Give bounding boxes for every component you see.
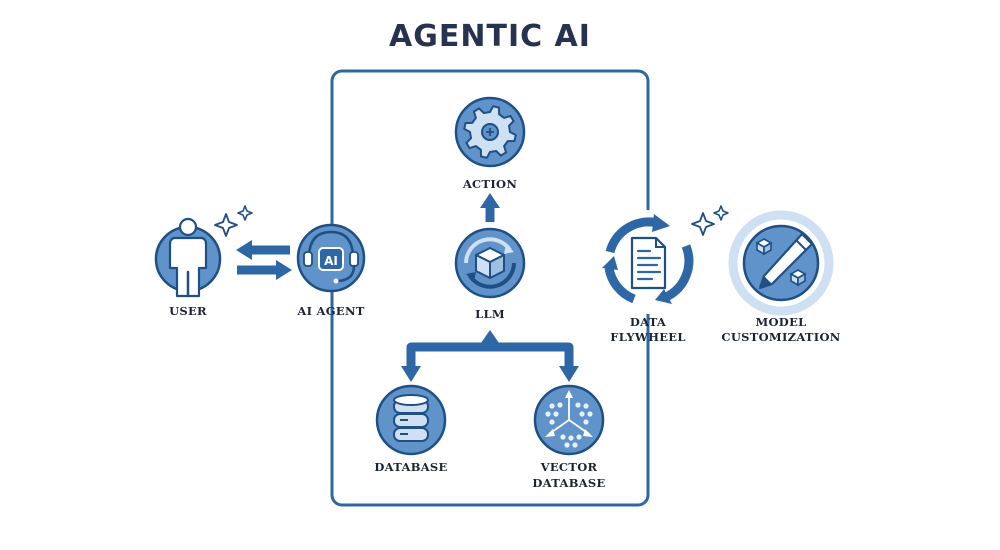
customization-ring [728,210,834,316]
flywheel-ring [602,214,694,304]
model-customization-label-line1: MODEL [755,315,806,329]
action-node: ACTION [454,96,526,191]
model-customization-node: MODEL CUSTOMIZATION [721,210,840,344]
model-customization-label-line2: CUSTOMIZATION [721,330,840,344]
llm-action-arrow [480,193,500,222]
data-flywheel-label-line1: DATA [630,315,667,329]
cube-icon [755,238,807,287]
document-icon [630,236,667,290]
data-flywheel-node: DATA FLYWHEEL [596,210,700,344]
database-icon [393,394,429,442]
vector-database-node: VECTOR DATABASE [532,384,605,490]
headset-icon: AI [303,230,359,284]
pencil-icon [758,232,814,290]
sparkle-icon [237,205,253,221]
ai-badge-text: AI [324,254,338,268]
database-label: DATABASE [374,460,447,474]
data-flywheel-label-line2: FLYWHEEL [610,330,686,344]
vector-icon [545,390,593,448]
ai-agent-node: AI AI AGENT [296,223,366,318]
user-icon [168,217,208,298]
sparkle-icon [713,205,729,221]
cube-icon [464,237,516,289]
vector-database-label-line2: DATABASE [532,476,605,490]
user-label: USER [169,304,207,318]
action-label: ACTION [462,177,518,191]
ai-agent-label: AI AGENT [296,304,364,318]
database-node: DATABASE [374,384,447,474]
diagram-title: AGENTIC AI [389,19,591,54]
sparkle-icon [214,213,238,237]
user-node: USER [154,205,253,318]
llm-node: LLM [454,227,526,321]
llm-label: LLM [475,307,505,321]
vector-database-label-line1: VECTOR [540,460,598,474]
llm-database-connector [401,330,579,382]
gear-icon [463,105,517,159]
sparkle-icon [691,212,715,236]
user-agent-arrows [236,240,292,280]
